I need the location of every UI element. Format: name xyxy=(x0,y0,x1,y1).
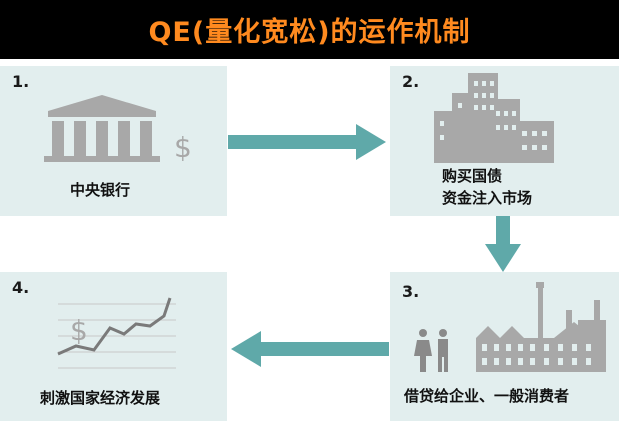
step-4-label: 刺激国家经济发展 xyxy=(40,389,161,407)
page-title: QE(量化宽松)的运作机制 xyxy=(148,17,471,48)
step-2-label-line2: 资金注入市场 xyxy=(442,189,533,207)
people-icon xyxy=(414,329,448,372)
step-4-panel: 4. $ 刺激国家经济发展 xyxy=(0,272,227,421)
step-1-number: 1. xyxy=(12,72,30,91)
arrow-right-icon xyxy=(228,124,386,160)
step-1-panel: 1. $ 中央银行 xyxy=(0,66,227,216)
chart-dollar-icon: $ xyxy=(70,314,88,347)
step-1-label: 中央银行 xyxy=(70,181,131,199)
title-bar: QE(量化宽松)的运作机制 xyxy=(0,0,619,59)
dollar-sign-icon: $ xyxy=(174,131,192,164)
factory-icon xyxy=(476,282,606,372)
step-2-panel: 2. 购买国债 资金注入市场 xyxy=(390,66,619,216)
step-3-label: 借贷给企业、一般消费者 xyxy=(404,387,570,405)
step-3-number: 3. xyxy=(402,282,420,301)
step-4-number: 4. xyxy=(12,278,30,297)
arrow-left-icon xyxy=(231,331,389,367)
step-2-number: 2. xyxy=(402,72,420,91)
arrow-down-icon xyxy=(485,216,521,272)
buildings-icon xyxy=(434,73,554,163)
growth-chart-icon: $ xyxy=(57,297,176,369)
step-2-label-line1: 购买国债 xyxy=(442,167,503,185)
bank-icon: $ xyxy=(44,95,192,164)
step-3-panel: 3. 借贷给企业、一般消费者 xyxy=(390,272,619,421)
